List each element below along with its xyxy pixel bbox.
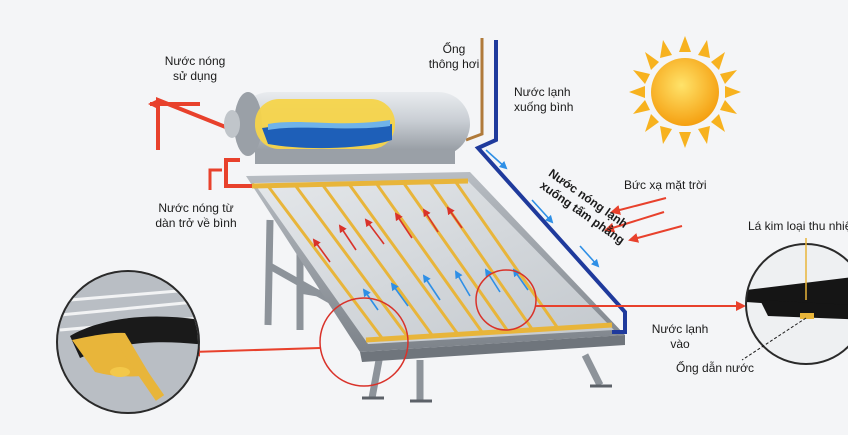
label-solar-radiation: Bức xạ mặt trời <box>624 178 707 193</box>
label-cold-in: Nước lạnh vào <box>640 322 720 352</box>
zoom-detail-left <box>50 268 210 418</box>
storage-tank <box>224 92 470 164</box>
stand-feet <box>362 386 612 401</box>
hot-return-pipe <box>226 160 252 186</box>
label-hot-water-use: Nước nóng sử dụng <box>155 54 235 84</box>
hot-outlet-pipe <box>158 100 228 150</box>
zoom-detail-right <box>742 238 848 364</box>
label-metal-absorber: Lá kim loại thu nhiệt <box>748 219 848 234</box>
label-vent-pipe: Ống thông hơi <box>414 42 494 72</box>
hot-return-loop <box>210 170 222 190</box>
label-water-tube: Ống dẫn nước <box>676 361 754 376</box>
sun-icon <box>629 36 741 148</box>
label-cold-to-tank: Nước lạnh xuống bình <box>514 85 573 115</box>
label-hot-return: Nước nóng từ dàn trở về bình <box>136 201 256 231</box>
pointer-left <box>192 348 320 352</box>
